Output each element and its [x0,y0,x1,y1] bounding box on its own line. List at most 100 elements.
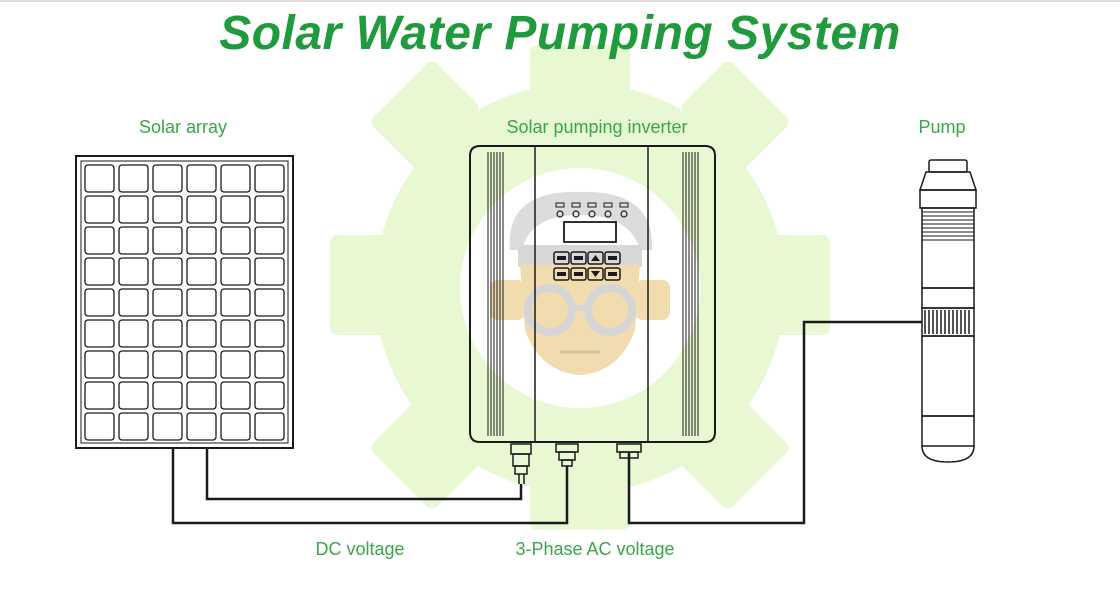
engineer-mascot-icon [490,191,670,375]
solar-cell [84,412,115,441]
solar-cell [254,257,285,286]
solar-cell [84,195,115,224]
solar-cell [118,257,149,286]
solar-cell [220,195,251,224]
solar-cell [220,257,251,286]
solar-cell [254,195,285,224]
solar-cell [152,381,183,410]
solar-cell [186,257,217,286]
solar-cell [84,319,115,348]
solar-cell [152,257,183,286]
led-label [555,202,565,208]
keypad-button [570,251,587,265]
solar-cell [186,226,217,255]
keypad-button [604,251,621,265]
solar-cell [254,350,285,379]
solar-cell [84,350,115,379]
solar-cell [254,226,285,255]
solar-cell [152,319,183,348]
inverter-vents-left [487,152,504,436]
submersible-pump [918,159,978,463]
status-leds [555,202,629,218]
status-led [556,210,564,218]
label-inverter: Solar pumping inverter [506,117,688,137]
dc-input-connector [510,443,532,484]
status-led [588,210,596,218]
key-mark [557,272,566,276]
solar-cell [84,226,115,255]
solar-pumping-inverter [469,145,716,484]
solar-cell [152,195,183,224]
dc-wire-negative [171,448,569,525]
solar-cell [152,164,183,193]
solar-cell [118,350,149,379]
label-solar-array: Solar array [138,117,228,137]
solar-cell [254,164,285,193]
keypad-button [570,267,587,281]
solar-cell [118,412,149,441]
arrow-down-icon [591,271,600,277]
wiring [171,320,922,525]
solar-cell [186,381,217,410]
led-label [571,202,581,208]
solar-cell [220,226,251,255]
solar-cell [118,195,149,224]
key-mark [557,256,566,260]
solar-cell [254,319,285,348]
solar-cell [118,319,149,348]
inverter-vents-right [682,152,699,436]
label-pump: Pump [918,117,966,137]
solar-cell [220,381,251,410]
dc-wire-positive [205,448,523,501]
solar-cell [186,350,217,379]
solar-cell [186,164,217,193]
solar-cell [220,319,251,348]
keypad [553,251,621,281]
solar-cell [118,288,149,317]
solar-cell [118,164,149,193]
solar-cells [84,164,285,441]
pump-intake-mesh [924,310,970,334]
solar-cell [84,257,115,286]
keypad-button [553,267,570,281]
status-led [620,210,628,218]
key-mark [608,256,617,260]
keypad-button [604,267,621,281]
key-mark [608,272,617,276]
label-dc-voltage: DC voltage [315,539,405,559]
arrow-up-icon [591,255,600,261]
solar-cell [220,164,251,193]
diagram-title: Solar Water Pumping System [219,7,901,60]
solar-cell [220,412,251,441]
solar-cell [84,381,115,410]
led-label [587,202,597,208]
solar-cell [186,195,217,224]
key-mark [574,256,583,260]
solar-cell [254,412,285,441]
solar-array-panel [75,155,294,449]
keypad-button [553,251,570,265]
solar-cell [84,288,115,317]
solar-cell [84,164,115,193]
led-label [619,202,629,208]
solar-cell [254,381,285,410]
solar-cell [152,288,183,317]
solar-cell [186,288,217,317]
inverter-control-panel [553,202,629,281]
solar-cell [118,381,149,410]
solar-cell [186,319,217,348]
keypad-button [587,267,604,281]
keypad-button [587,251,604,265]
solar-cell [254,288,285,317]
solar-cell [220,350,251,379]
led-label [603,202,613,208]
solar-cell [152,412,183,441]
solar-cell [152,350,183,379]
ac-wire-to-pump [627,320,922,525]
lcd-display [563,221,617,243]
solar-cell [118,226,149,255]
solar-cell [186,412,217,441]
key-mark [574,272,583,276]
